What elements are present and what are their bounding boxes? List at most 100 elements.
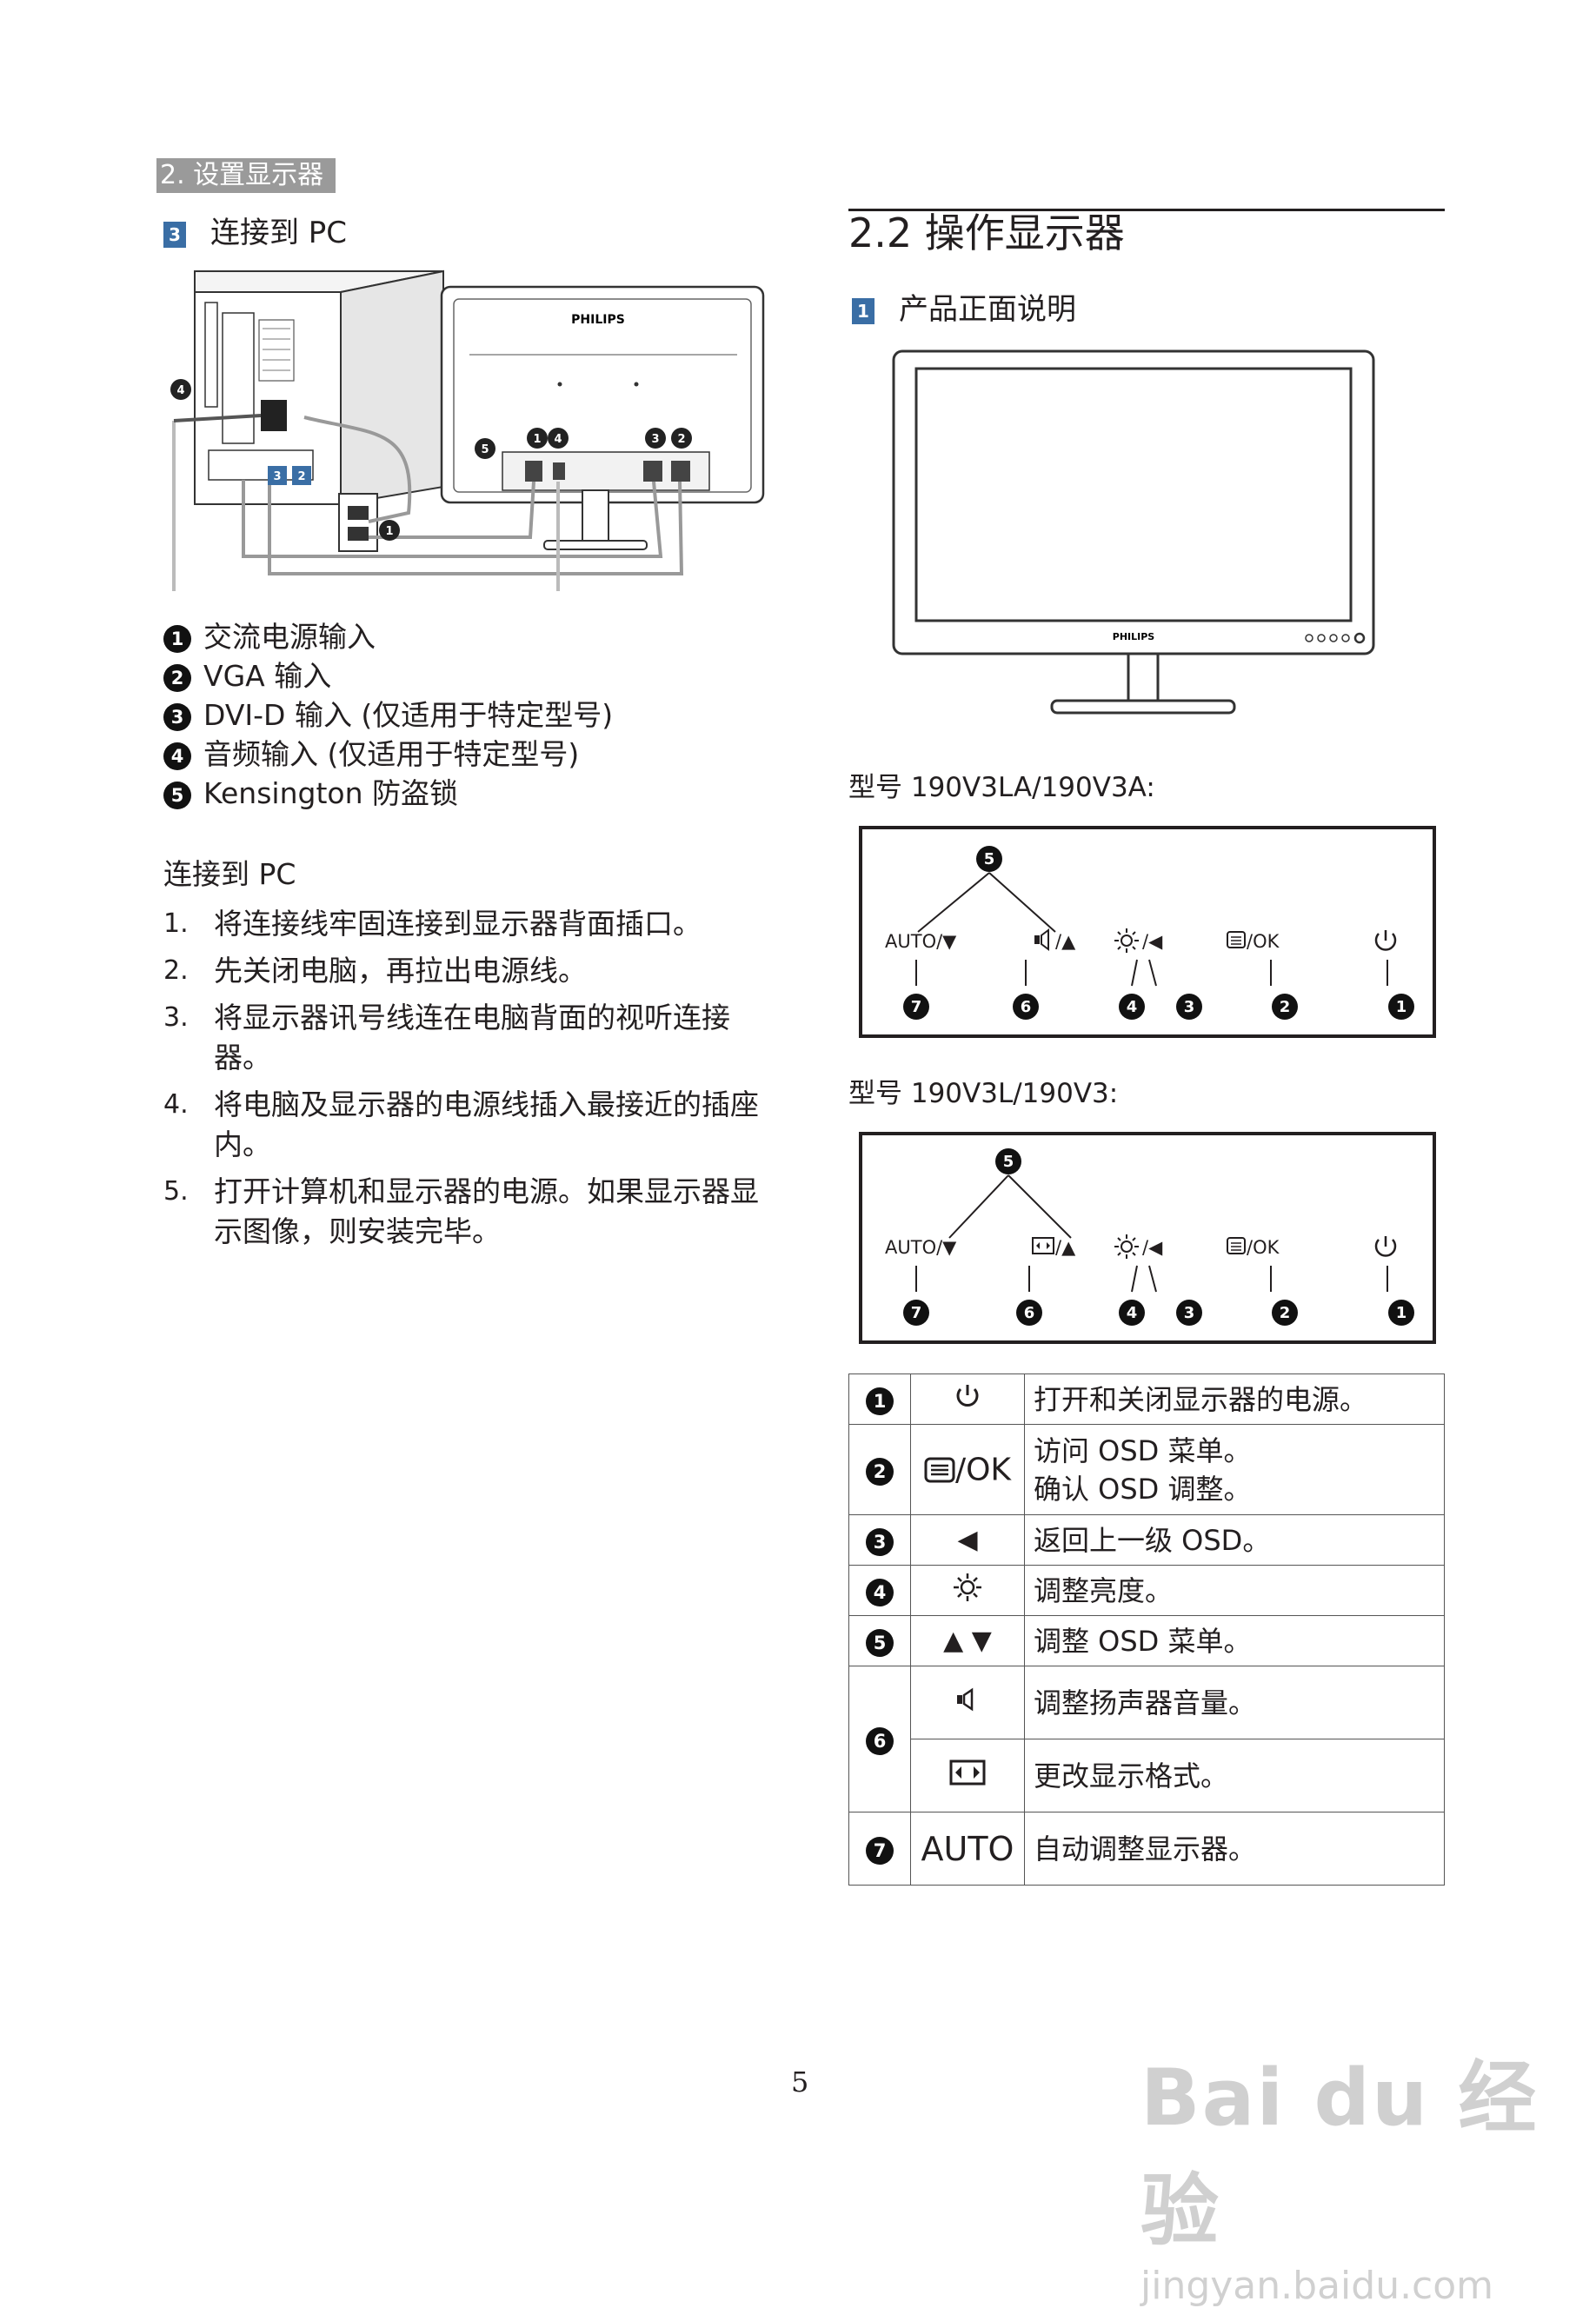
ac-port (525, 461, 542, 482)
step-number: 3. (163, 1002, 189, 1033)
power-icon (910, 1373, 1025, 1425)
step-number: 5. (163, 1176, 189, 1207)
port-label: 音频输入 (仅适用于特定型号) (203, 737, 580, 771)
panel-a-ok-label: /OK (1247, 931, 1280, 952)
svg-text:6: 6 (1024, 1304, 1035, 1322)
dvi-port (643, 461, 662, 482)
key-desc: 调整 OSD 菜单。 (1024, 1615, 1445, 1666)
panel-b-auto-label: AUTO/▼ (885, 1237, 957, 1258)
monitor-stand-neck (582, 489, 609, 545)
step-text: 将显示器讯号线连在电脑背面的视听连接器。 (214, 1001, 730, 1074)
up-down-icon: ▲ ▼ (910, 1615, 1025, 1666)
panel-a-mid-label: /▲ (1055, 931, 1076, 952)
callout-5: 5 (481, 443, 489, 456)
key-desc: 确认 OSD 调整。 (1034, 1472, 1252, 1506)
table-row: 7 AUTO 自动调整显示器。 (848, 1812, 1445, 1886)
pc-tower-side (340, 269, 444, 506)
speaker-icon (910, 1666, 1025, 1739)
monitor-front-illustration: PHILIPS (892, 349, 1375, 715)
callout-3: 3 (651, 433, 659, 446)
table-row: 更改显示格式。 (849, 1739, 1445, 1812)
panel-a-bright-label: /◀ (1142, 931, 1163, 952)
svg-text:2: 2 (1280, 1304, 1291, 1322)
monitor-front-brand: PHILIPS (1113, 631, 1155, 642)
menu-icon: /OK (910, 1424, 1025, 1515)
chapter-tag: 2. 设置显示器 (156, 158, 336, 193)
panel-a-callout-5: 5 (984, 850, 995, 868)
connect-steps-heading: 连接到 PC (163, 857, 296, 891)
ok-label: /OK (954, 1452, 1012, 1488)
key-desc: 访问 OSD 菜单。 (1034, 1433, 1252, 1467)
callout-1b: 1 (533, 433, 541, 446)
key-number: 7 (866, 1836, 894, 1865)
port-label: 交流电源输入 (203, 620, 376, 654)
monitor-front-buttons (1305, 632, 1366, 644)
key-desc: 调整亮度。 (1024, 1565, 1445, 1616)
step-number-badge: 1 (852, 297, 874, 324)
watermark: Bai du 经验 jingyan.baidu.com (1140, 2034, 1596, 2308)
list-item: 4.将电脑及显示器的电源线插入最接近的插座内。 (163, 1085, 772, 1165)
monitor-screen (914, 367, 1353, 622)
page-number: 5 (791, 2065, 809, 2098)
audio-port (553, 462, 565, 480)
callout-4-pc: 4 (176, 384, 184, 397)
list-item: 2 VGA 输入 (163, 656, 613, 695)
key-desc: 打开和关闭显示器的电源。 (1024, 1373, 1445, 1425)
button-panel-b: 5 AUTO/▼ /▲ /◀ /OK 7 6 4 3 2 1 (859, 1132, 1436, 1344)
callout-2-pc: 2 (297, 470, 305, 483)
model-label-a: 型号 190V3LA/190V3A: (848, 772, 1155, 803)
pc-audio-jack (261, 400, 287, 431)
left-triangle-icon: ◀ (910, 1514, 1025, 1566)
vga-cable (268, 480, 684, 575)
section-title: 2.2 操作显示器 (848, 210, 1125, 256)
port-number: 3 (163, 702, 191, 731)
port-label: Kensington 防盗锁 (203, 776, 458, 810)
watermark-url: jingyan.baidu.com (1140, 2264, 1494, 2308)
svg-text:3: 3 (1184, 1304, 1195, 1322)
monitor-power-cable (369, 481, 535, 539)
table-row: 4 调整亮度。 (848, 1565, 1445, 1616)
panel-b-bright-label: /◀ (1142, 1237, 1163, 1258)
step-number: 4. (163, 1089, 189, 1120)
svg-text:1: 1 (1396, 998, 1407, 1016)
svg-text:4: 4 (1127, 998, 1138, 1016)
connect-steps: 1.将连接线牢固连接到显示器背面插口。 2.先关闭电脑，再拉出电源线。 3. 将显… (163, 904, 772, 1259)
format-icon (1032, 1237, 1054, 1254)
brightness-icon (1114, 1234, 1139, 1259)
vga-port (671, 461, 690, 482)
key-desc: 更改显示格式。 (1024, 1739, 1445, 1812)
key-desc: 自动调整显示器。 (1024, 1812, 1445, 1886)
pc-io-panel (222, 312, 255, 444)
key-desc: 调整扬声器音量。 (1024, 1666, 1445, 1739)
key-function-table: 1 打开和关闭显示器的电源。 2 /OK 访问 OSD 菜单。确认 OSD 调整… (848, 1373, 1445, 1886)
panel-b-mid-label: /▲ (1055, 1237, 1076, 1258)
svg-text:6: 6 (1021, 998, 1032, 1016)
audio-cable (172, 421, 560, 591)
svg-text:2: 2 (1280, 998, 1291, 1016)
port-number: 2 (163, 663, 191, 692)
monitor-stand-base (543, 540, 648, 550)
pc-psu-slot (204, 302, 218, 408)
model-label-b: 型号 190V3L/190V3: (848, 1078, 1119, 1109)
key-number: 1 (866, 1387, 894, 1415)
table-row: 3 ◀ 返回上一级 OSD。 (848, 1514, 1445, 1566)
step-text: 先关闭电脑，再拉出电源线。 (214, 954, 587, 988)
callout-1: 1 (385, 525, 393, 538)
svg-text:1: 1 (1396, 1304, 1407, 1322)
table-row: 1 打开和关闭显示器的电源。 (848, 1373, 1445, 1425)
monitor-front-neck (1127, 654, 1160, 702)
port-label: VGA 输入 (203, 659, 332, 693)
table-row: 6 调整扬声器音量。 (848, 1666, 1445, 1812)
menu-icon (1227, 931, 1246, 948)
monitor-front-base (1050, 699, 1236, 715)
list-item: 2.先关闭电脑，再拉出电源线。 (163, 951, 772, 991)
pc-fan-grille (258, 319, 295, 382)
svg-text:3: 3 (1184, 998, 1195, 1016)
list-item: 1.将连接线牢固连接到显示器背面插口。 (163, 904, 772, 944)
